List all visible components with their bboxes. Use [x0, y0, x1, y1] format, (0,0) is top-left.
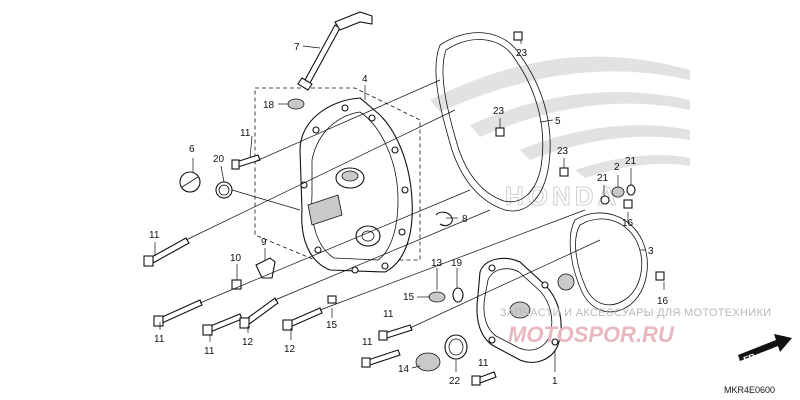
assembly-outline [254, 87, 421, 261]
front-direction-arrow: FR. [738, 334, 792, 365]
callout-11-b: 11 [149, 230, 160, 241]
dowel-part-23-a [513, 31, 523, 41]
washer-part-10 [231, 279, 242, 290]
dowel-part-23-c [559, 167, 569, 177]
callout-19: 19 [451, 258, 463, 269]
callout-3: 3 [648, 246, 654, 257]
gasket-part-5-inner [442, 39, 544, 203]
rod-part-7 [297, 11, 373, 91]
callout-11-f: 11 [362, 337, 373, 348]
oring-part-21-b [600, 195, 610, 205]
gasket-part-3 [569, 212, 648, 313]
callout-15-a: 15 [326, 320, 338, 331]
seal-part-2 [611, 186, 625, 198]
callout-5: 5 [555, 116, 561, 127]
dowel-part-15-a [327, 295, 337, 304]
pulse-cover-part-1 [476, 257, 562, 363]
oring-part-21-a [626, 184, 636, 196]
dowel-part-23-b [495, 127, 505, 137]
dowel-part-16-b [655, 271, 665, 281]
callout-11-c: 11 [154, 334, 165, 345]
callout-11-g: 11 [478, 358, 489, 369]
callout-1: 1 [552, 376, 558, 387]
honda-wing-watermark [430, 56, 690, 178]
callout-14: 14 [398, 364, 410, 375]
plug-part-14 [415, 352, 441, 372]
callout-11-e: 11 [383, 309, 394, 320]
callout-12-a: 12 [242, 337, 254, 348]
gasket-part-3-inner [575, 218, 643, 306]
crankcase-cover-part-4 [299, 97, 413, 274]
callout-20: 20 [213, 154, 225, 165]
cap-part-13 [428, 291, 446, 303]
callout-11-a: 11 [240, 128, 251, 139]
site-watermark: MOTOSPOR.RU [508, 322, 675, 347]
seal-part-15-b [557, 273, 575, 291]
callout-16-b: 16 [657, 296, 669, 307]
callout-21-b: 21 [597, 173, 609, 184]
gasket-part-5 [435, 32, 551, 212]
leader-lines [154, 40, 665, 372]
callout-21-a: 21 [625, 156, 637, 167]
callout-13: 13 [431, 258, 443, 269]
bracket-part-9 [255, 257, 276, 279]
callout-7: 7 [294, 42, 300, 53]
callout-8: 8 [462, 214, 468, 225]
callout-2: 2 [614, 162, 620, 173]
callout-16-a: 16 [622, 218, 634, 229]
callout-22: 22 [449, 376, 461, 387]
callout-15-b: 15 [403, 292, 415, 303]
seal-part-18 [287, 98, 305, 110]
callout-9: 9 [261, 237, 267, 248]
shop-watermark-text: ЗАПЧАСТИ И АКСЕССУАРЫ ДЛЯ МОТОТЕХНИКИ [500, 307, 771, 319]
callout-12-b: 12 [284, 344, 296, 355]
honda-brand-watermark: HONDA [505, 181, 620, 211]
diagram-code: MKR4E0600 [724, 385, 775, 395]
callout-6: 6 [189, 144, 195, 155]
callout-labels: 7 4 18 11 6 20 11 9 10 11 11 12 12 15 13… [149, 42, 669, 387]
callout-18: 18 [263, 100, 275, 111]
callout-23-c: 23 [557, 146, 569, 157]
callout-23-b: 23 [493, 106, 505, 117]
callout-10: 10 [230, 253, 242, 264]
oring-part-20 [215, 181, 233, 199]
clip-part-8 [435, 211, 453, 227]
callout-23-a: 23 [516, 48, 528, 59]
callout-4: 4 [362, 74, 368, 85]
oring-part-19 [452, 287, 464, 303]
callout-11-d: 11 [204, 346, 215, 357]
bolts [143, 154, 497, 386]
dowel-part-16-a [623, 199, 633, 209]
oring-part-22 [444, 334, 468, 360]
